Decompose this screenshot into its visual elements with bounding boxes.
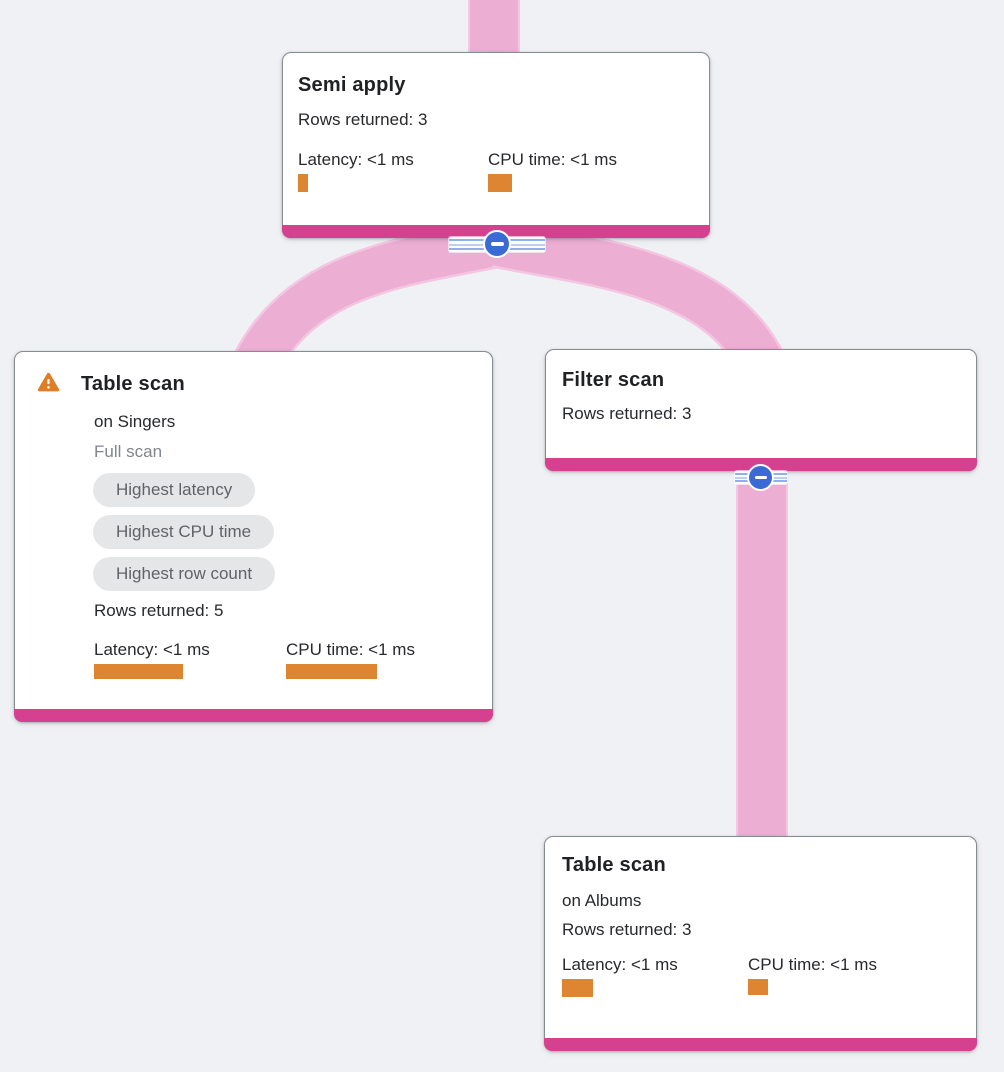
cpu-metric: CPU time: <1 ms [286, 640, 476, 679]
latency-bar [298, 174, 308, 192]
scan-type-text: Full scan [94, 442, 163, 461]
latency-label: Latency: <1 ms [94, 640, 210, 659]
node-subtitle: on Albums [562, 891, 642, 910]
latency-metric: Latency: <1 ms [94, 640, 286, 679]
latency-bar [94, 664, 183, 679]
minus-icon [754, 475, 767, 480]
cpu-time-label: CPU time: <1 ms [286, 640, 415, 659]
node-subtitle: on Singers [94, 412, 176, 431]
rows-returned-text: Rows returned: 5 [94, 601, 224, 620]
edge-top-to-semi-apply [470, 0, 518, 56]
latency-metric: Latency: <1 ms [562, 955, 748, 997]
edge-filter-scan-to-table-scan-albums [738, 465, 786, 840]
node-title: Filter scan [562, 369, 665, 391]
collapse-button-semi-apply[interactable] [483, 230, 511, 258]
latency-bar [562, 979, 593, 997]
rows-returned-text: Rows returned: 3 [298, 110, 428, 129]
rows-returned-text: Rows returned: 3 [562, 920, 692, 939]
node-filter-scan[interactable]: Filter scan Rows returned: 3 [545, 349, 977, 471]
cpu-time-label: CPU time: <1 ms [488, 150, 617, 169]
node-table-scan-singers[interactable]: Table scan on Singers Full scan Highest … [14, 351, 493, 722]
collapse-button-filter-scan[interactable] [747, 464, 774, 491]
cpu-metric: CPU time: <1 ms [488, 150, 678, 192]
minus-icon [490, 242, 504, 246]
node-table-scan-albums[interactable]: Table scan on Albums Rows returned: 3 La… [544, 836, 977, 1051]
node-semi-apply[interactable]: Semi apply Rows returned: 3 Latency: <1 … [282, 52, 710, 238]
edge-semi-apply-to-table-scan-singers [235, 220, 502, 375]
cpu-time-bar [748, 979, 768, 995]
badge-highest-latency: Highest latency [93, 473, 256, 507]
cpu-time-bar [286, 664, 377, 679]
badge-list: Highest latency Highest CPU time Highest… [93, 473, 476, 591]
node-title: Semi apply [298, 74, 406, 96]
node-accent-bar [14, 709, 493, 722]
metrics-row: Latency: <1 ms CPU time: <1 ms [298, 150, 693, 192]
node-title: Table scan [81, 372, 185, 395]
cpu-metric: CPU time: <1 ms [748, 955, 938, 997]
latency-label: Latency: <1 ms [298, 150, 414, 169]
badge-highest-row-count: Highest row count [93, 557, 276, 591]
metrics-row: Latency: <1 ms CPU time: <1 ms [94, 640, 476, 679]
latency-label: Latency: <1 ms [562, 955, 678, 974]
cpu-time-label: CPU time: <1 ms [748, 955, 877, 974]
rows-returned-text: Rows returned: 3 [562, 404, 692, 423]
node-title: Table scan [562, 854, 666, 876]
warning-triangle-icon[interactable] [37, 372, 60, 397]
cpu-time-bar [488, 174, 512, 192]
latency-metric: Latency: <1 ms [298, 150, 488, 192]
badge-highest-cpu-time: Highest CPU time [93, 515, 275, 549]
node-accent-bar [544, 1038, 977, 1051]
metrics-row: Latency: <1 ms CPU time: <1 ms [562, 955, 960, 997]
